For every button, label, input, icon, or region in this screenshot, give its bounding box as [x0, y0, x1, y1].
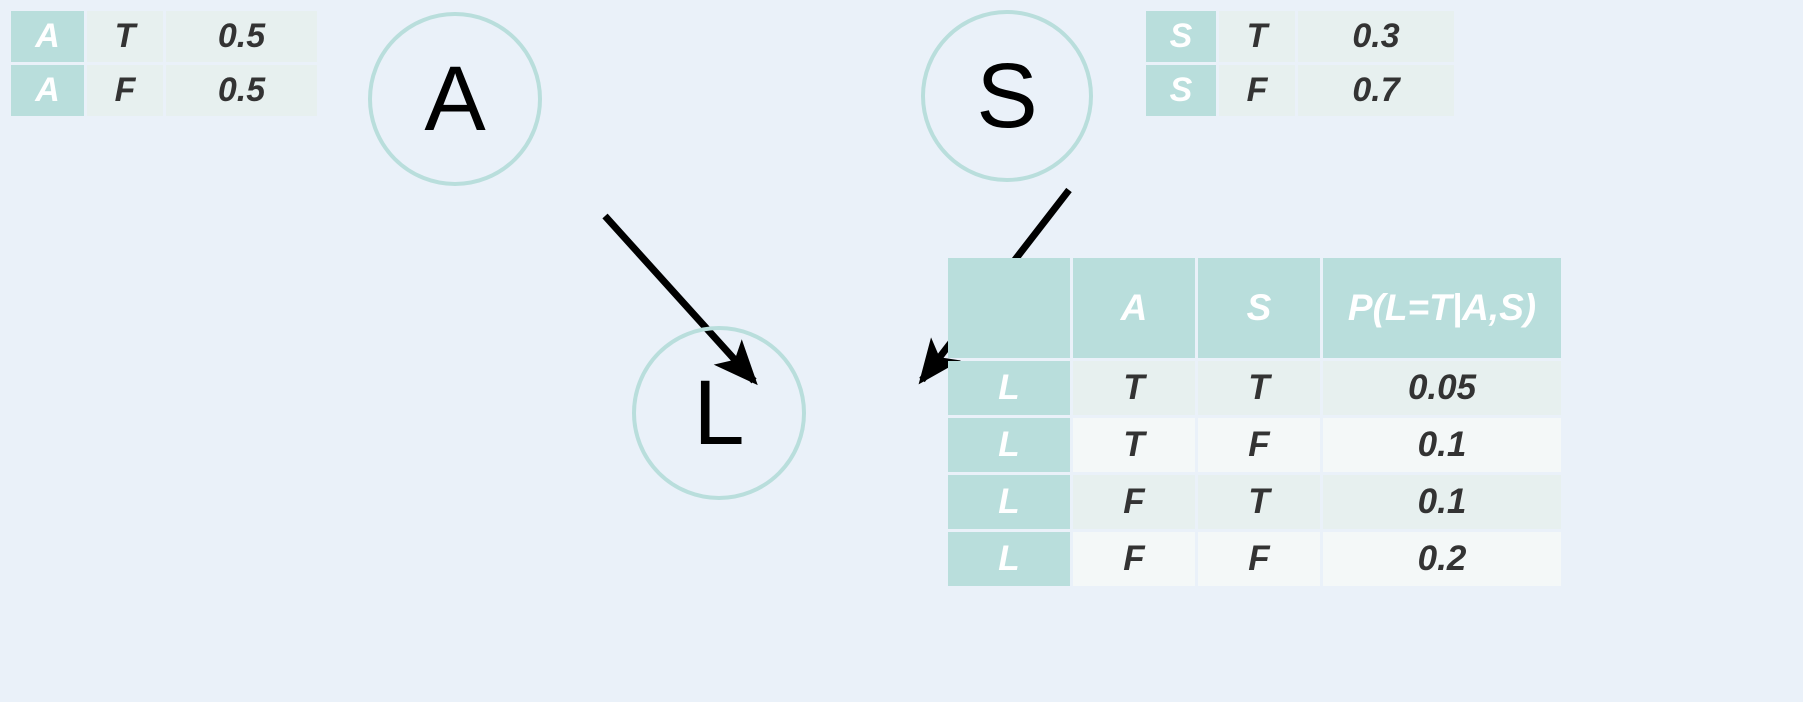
- cell-s: T: [1198, 475, 1320, 529]
- table-row: S T 0.3: [1146, 11, 1454, 62]
- table-row: A F 0.5: [11, 65, 317, 116]
- cell-a: T: [1073, 418, 1195, 472]
- table-row: L F F 0.2: [948, 532, 1561, 586]
- cell-var: S: [1146, 11, 1216, 62]
- cell-prob: 0.5: [166, 65, 317, 116]
- cell-state: F: [87, 65, 163, 116]
- table-row: A T 0.5: [11, 11, 317, 62]
- node-s[interactable]: S: [921, 10, 1093, 182]
- cell-a: F: [1073, 475, 1195, 529]
- cpt-table-l: A S P(L=T|A,S) L T T 0.05 L T F 0.1 L F …: [945, 255, 1564, 589]
- node-a-label: A: [424, 48, 486, 150]
- node-a[interactable]: A: [368, 12, 542, 186]
- cell-s: F: [1198, 418, 1320, 472]
- table-row: S F 0.7: [1146, 65, 1454, 116]
- table-header-row: A S P(L=T|A,S): [948, 258, 1561, 358]
- cell-prob: 0.5: [166, 11, 317, 62]
- table-row: L F T 0.1: [948, 475, 1561, 529]
- cell-var: A: [11, 65, 84, 116]
- cell-prob: 0.05: [1323, 361, 1561, 415]
- node-l[interactable]: L: [632, 326, 806, 500]
- cpt-table-a: A T 0.5 A F 0.5: [8, 8, 320, 119]
- cell-state: T: [87, 11, 163, 62]
- cell-a: F: [1073, 532, 1195, 586]
- cell-s: F: [1198, 532, 1320, 586]
- cell-prob: 0.2: [1323, 532, 1561, 586]
- cpt-table-s: S T 0.3 S F 0.7: [1143, 8, 1457, 119]
- header-s: S: [1198, 258, 1320, 358]
- cell-s: T: [1198, 361, 1320, 415]
- cell-var: L: [948, 475, 1070, 529]
- header-a: A: [1073, 258, 1195, 358]
- cell-prob: 0.1: [1323, 418, 1561, 472]
- node-l-label: L: [693, 362, 745, 464]
- header-prob: P(L=T|A,S): [1323, 258, 1561, 358]
- cell-var: S: [1146, 65, 1216, 116]
- cell-state: F: [1219, 65, 1295, 116]
- cell-var: A: [11, 11, 84, 62]
- table-row: L T T 0.05: [948, 361, 1561, 415]
- cell-prob: 0.7: [1298, 65, 1454, 116]
- cell-prob: 0.1: [1323, 475, 1561, 529]
- table-row: L T F 0.1: [948, 418, 1561, 472]
- cell-var: L: [948, 532, 1070, 586]
- cell-prob: 0.3: [1298, 11, 1454, 62]
- cell-a: T: [1073, 361, 1195, 415]
- node-s-label: S: [976, 45, 1038, 147]
- cell-state: T: [1219, 11, 1295, 62]
- cell-var: L: [948, 418, 1070, 472]
- cell-var: L: [948, 361, 1070, 415]
- header-blank: [948, 258, 1070, 358]
